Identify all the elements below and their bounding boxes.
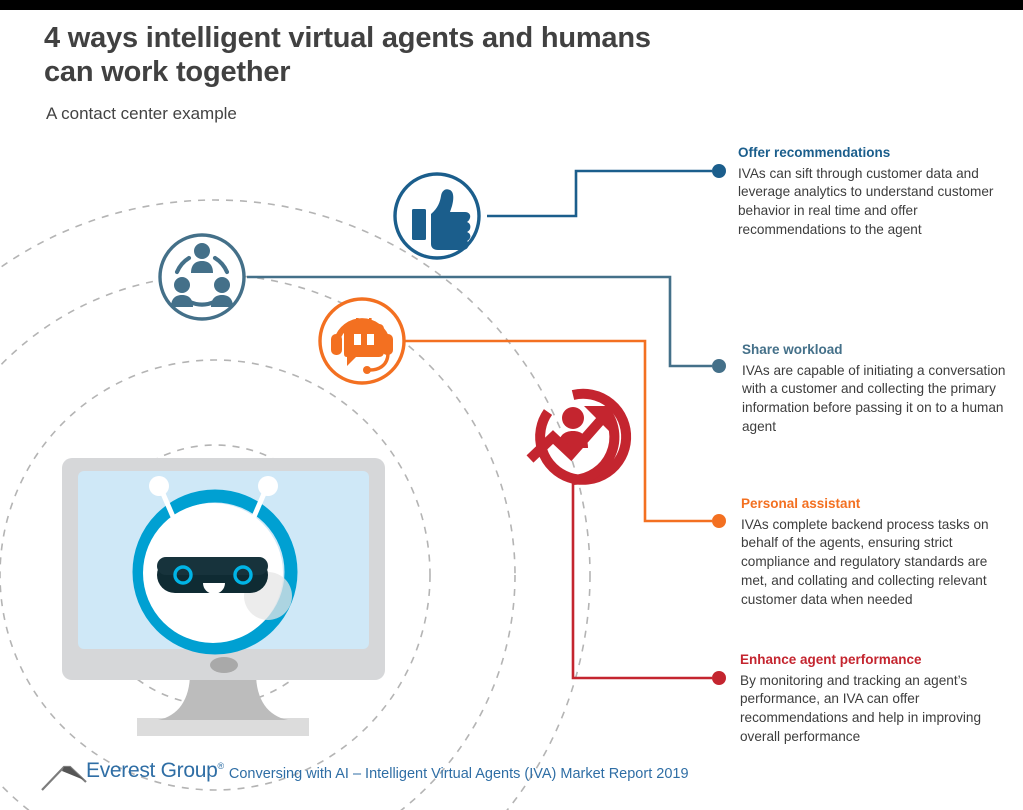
callout-enhance-agent-performance: Enhance agent performance By monitoring … [740, 651, 1008, 747]
robot-eye-left [173, 565, 193, 585]
connector-dot-assistant [712, 514, 726, 528]
monitor-stand [158, 673, 288, 720]
callout-body: IVAs can sift through customer data and … [738, 165, 994, 237]
page-subtitle: A contact center example [46, 104, 237, 123]
dashed-arc-3 [0, 274, 516, 810]
callout-heading: Enhance agent performance [740, 652, 922, 667]
logo-name: Everest Group [86, 759, 218, 782]
connector-performance [571, 480, 712, 680]
node-offer-recommendations[interactable] [393, 172, 481, 260]
callout-offer-recommendations: Offer recommendations IVAs can sift thro… [738, 144, 1006, 240]
robot-eye-right [233, 565, 253, 585]
callout-body: IVAs are capable of initiating a convers… [742, 362, 1006, 434]
robot-smile [203, 583, 225, 594]
monitor-base [137, 718, 309, 736]
thumbs-up-icon [412, 189, 471, 250]
people-network-icon [171, 243, 233, 307]
connector-dot-share [712, 359, 726, 373]
callout-heading: Offer recommendations [738, 145, 891, 160]
monitor-power-dot [210, 657, 238, 673]
callout-body: By monitoring and tracking an agent’s pe… [740, 672, 982, 744]
footer-caption: Conversing with AI – Intelligent Virtual… [228, 766, 689, 782]
dashed-arc-2 [0, 359, 431, 791]
growth-chart-person-icon [526, 388, 632, 485]
registered-mark: ® [217, 761, 225, 771]
dashed-arc-4 [0, 199, 591, 810]
connector-offer [487, 169, 712, 218]
robot-visor-gloss [157, 557, 268, 575]
node-enhance-agent-performance[interactable] [526, 388, 632, 485]
node-personal-assistant[interactable] [318, 297, 406, 385]
monitor-illustration [62, 458, 385, 736]
robot-headset-icon [331, 318, 393, 374]
connector-dot-offer [712, 164, 726, 178]
node-share-workload[interactable] [158, 233, 246, 321]
footer: Everest Group® Conversing with AI – Inte… [40, 760, 689, 800]
robot-antenna-left-knob [149, 476, 169, 496]
top-black-bar [0, 0, 1023, 10]
callout-heading: Share workload [742, 342, 843, 357]
page-title: 4 ways intelligent virtual agents and hu… [44, 22, 651, 88]
everest-group-logo-icon [40, 764, 92, 792]
robot-ring [132, 489, 298, 655]
connector-share [247, 275, 712, 368]
callout-body: IVAs complete backend process tasks on b… [741, 516, 989, 607]
callout-personal-assistant: Personal assistant IVAs complete backend… [741, 495, 1009, 609]
everest-group-wordmark: Everest Group® [86, 760, 224, 781]
callout-heading: Personal assistant [741, 496, 861, 511]
callout-share-workload: Share workload IVAs are capable of initi… [742, 341, 1010, 437]
connector-dot-performance [712, 671, 726, 685]
robot-antenna-right-knob [258, 476, 278, 496]
connector-assistant [404, 339, 712, 523]
